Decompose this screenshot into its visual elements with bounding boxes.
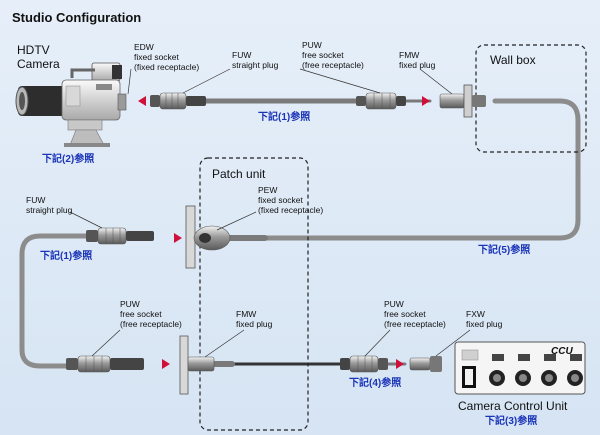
puw-bottom-left-label: PUW free socket (free receptacle) (120, 299, 182, 329)
puw-bottom-right-desc-2: (free receptacle) (384, 319, 446, 329)
fmw-top-code: FMW (399, 50, 419, 60)
patch-unit-frame (199, 157, 309, 431)
fuw-left-desc: straight plug (26, 205, 73, 215)
puw-bottom-left-desc: free socket (120, 309, 162, 319)
puw-bottom-right-desc: free socket (384, 309, 426, 319)
puw-bottom-left-code: PUW (120, 299, 140, 309)
puw-bottom-left-connector-icon (66, 355, 144, 373)
arrow-fxw (396, 359, 404, 369)
patch-unit-label: Patch unit (212, 167, 266, 181)
edw-label: EDW fixed socket (fixed receptacle) (134, 42, 199, 72)
puw-top-label: PUW free socket (free receptacle) (302, 40, 364, 70)
camera-label-line1: HDTV (17, 43, 50, 57)
ref-ccu: 下記(3)参照 (485, 414, 537, 427)
ref-bottom: 下記(4)参照 (349, 376, 401, 389)
diagram-title: Studio Configuration (12, 10, 141, 25)
fmw-bottom-label: FMW fixed plug (236, 309, 273, 329)
fxw-connector-icon (409, 356, 442, 372)
pew-desc-2: (fixed receptacle) (258, 205, 323, 215)
wall-box-label: Wall box (490, 53, 536, 67)
arrow-fmw-bottom (162, 359, 170, 369)
fmw-bottom-desc: fixed plug (236, 319, 273, 329)
fxw-code: FXW (466, 309, 485, 319)
pew-label: PEW fixed socket (fixed receptacle) (258, 185, 323, 215)
cable-routes (19, 98, 581, 369)
puw-top-code: PUW (302, 40, 322, 50)
fuw-top-connector-icon (150, 92, 206, 110)
fxw-desc: fixed plug (466, 319, 503, 329)
fmw-top-connector-icon (439, 84, 486, 118)
fmw-top-label: FMW fixed plug (399, 50, 436, 70)
arrow-pew (174, 233, 182, 243)
cable-left-loop (19, 233, 91, 369)
puw-top-desc-2: (free receptacle) (302, 60, 364, 70)
fuw-left-code: FUW (26, 195, 45, 205)
ref-camera: 下記(2)参照 (42, 152, 94, 165)
ccu-unit-icon (454, 341, 586, 395)
fmw-bottom-connector-icon (179, 335, 215, 395)
puw-bottom-right-code: PUW (384, 299, 404, 309)
hdtv-camera-icon (15, 62, 127, 147)
fuw-top-label: FUW straight plug (232, 50, 279, 70)
pew-code: PEW (258, 185, 277, 195)
pew-connector-icon (185, 205, 231, 269)
pew-desc: fixed socket (258, 195, 304, 205)
fuw-top-code: FUW (232, 50, 251, 60)
camera-label-line2: Camera (17, 57, 60, 71)
edw-desc: fixed socket (134, 52, 180, 62)
ref-top: 下記(1)参照 (258, 110, 310, 123)
puw-bottom-right-connector-icon (340, 355, 388, 373)
edw-desc-2: (fixed receptacle) (134, 62, 199, 72)
puw-top-connector-icon (356, 92, 406, 110)
puw-bottom-left-desc-2: (free receptacle) (120, 319, 182, 329)
fuw-top-desc: straight plug (232, 60, 279, 70)
edw-code: EDW (134, 42, 154, 52)
ccu-label: Camera Control Unit (458, 399, 568, 413)
fuw-left-label: FUW straight plug (26, 195, 73, 215)
arrow-puw-top (422, 96, 430, 106)
fmw-top-desc: fixed plug (399, 60, 436, 70)
fmw-bottom-code: FMW (236, 309, 256, 319)
cable-wallbox-to-patch (259, 98, 581, 241)
puw-bottom-right-label: PUW free socket (free receptacle) (384, 299, 446, 329)
arrow-edw (138, 96, 146, 106)
fuw-left-connector-icon (86, 227, 154, 245)
puw-top-desc: free socket (302, 50, 344, 60)
ccu-badge: CCU (551, 346, 573, 357)
ref-left: 下記(1)参照 (40, 249, 92, 262)
fxw-label: FXW fixed plug (466, 309, 503, 329)
ref-right: 下記(5)参照 (478, 243, 530, 256)
